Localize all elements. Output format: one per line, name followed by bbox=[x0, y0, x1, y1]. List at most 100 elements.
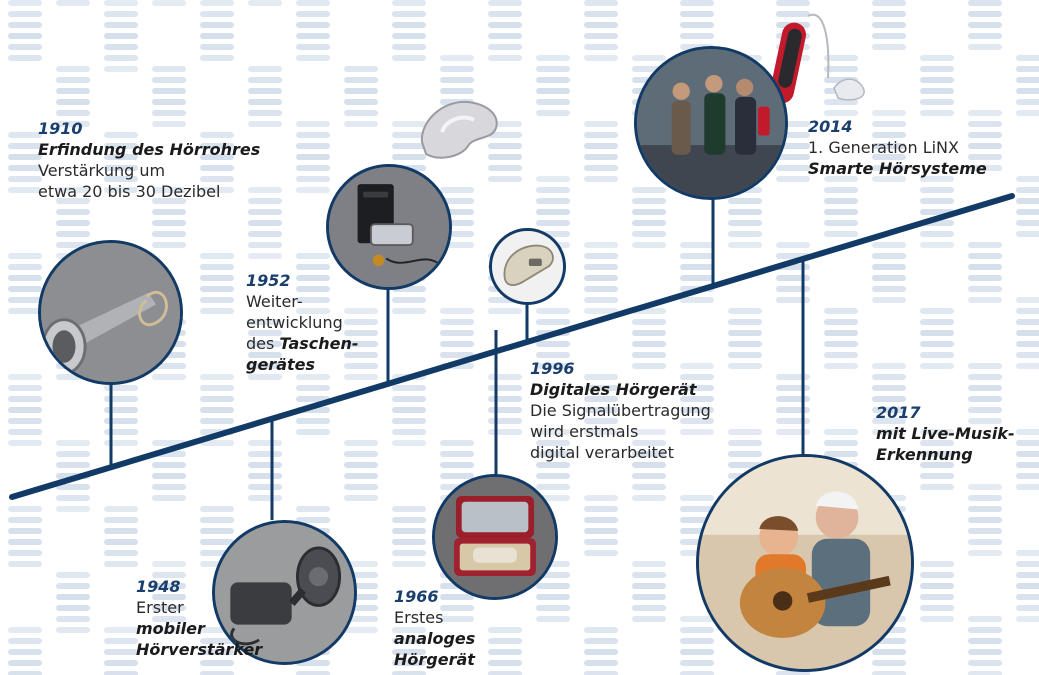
background-stripe bbox=[1016, 451, 1039, 457]
background-stripe bbox=[536, 605, 570, 611]
year-2017: 2017 bbox=[876, 403, 921, 422]
background-stripe bbox=[776, 154, 810, 160]
background-stripe bbox=[632, 605, 666, 611]
background-stripe bbox=[296, 121, 330, 127]
background-stripe bbox=[56, 440, 90, 446]
background-stripe bbox=[56, 605, 90, 611]
background-stripe bbox=[968, 121, 1002, 127]
background-stripe bbox=[632, 198, 666, 204]
background-stripe bbox=[632, 242, 666, 248]
photo-1952 bbox=[326, 164, 452, 290]
background-stripe bbox=[584, 517, 618, 523]
background-stripe bbox=[584, 11, 618, 17]
background-stripe bbox=[56, 77, 90, 83]
background-stripe bbox=[104, 627, 138, 633]
background-stripe bbox=[56, 495, 90, 501]
background-stripe bbox=[392, 385, 426, 391]
background-stripe bbox=[920, 616, 954, 622]
background-stripe bbox=[680, 385, 714, 391]
background-stripe bbox=[536, 583, 570, 589]
title-1948-line2: Hörverstärker bbox=[136, 640, 263, 659]
background-stripe bbox=[200, 308, 234, 314]
background-stripe bbox=[920, 110, 954, 116]
background-stripe bbox=[920, 363, 954, 369]
desc-2014: 1. Generation LiNX bbox=[808, 138, 959, 157]
background-stripe bbox=[344, 319, 378, 325]
background-stripe bbox=[344, 473, 378, 479]
background-stripe bbox=[920, 484, 954, 490]
background-stripe bbox=[248, 198, 282, 204]
background-stripe bbox=[200, 286, 234, 292]
background-stripe bbox=[584, 308, 618, 314]
background-stripe bbox=[968, 660, 1002, 666]
background-stripe bbox=[920, 66, 954, 72]
background-stripe bbox=[8, 671, 42, 675]
background-stripe bbox=[536, 198, 570, 204]
background-stripe bbox=[104, 22, 138, 28]
background-stripe bbox=[152, 88, 186, 94]
background-stripe bbox=[248, 209, 282, 215]
background-stripe bbox=[56, 99, 90, 105]
background-stripe bbox=[920, 583, 954, 589]
background-stripe bbox=[8, 506, 42, 512]
background-stripe bbox=[56, 594, 90, 600]
background-stripe bbox=[584, 649, 618, 655]
background-stripe bbox=[632, 319, 666, 325]
background-stripe bbox=[584, 55, 618, 61]
background-stripe bbox=[488, 638, 522, 644]
background-stripe bbox=[152, 594, 186, 600]
background-stripe bbox=[392, 396, 426, 402]
background-stripe bbox=[680, 297, 714, 303]
background-stripe bbox=[392, 528, 426, 534]
background-stripe bbox=[680, 264, 714, 270]
background-stripe bbox=[776, 176, 810, 182]
background-stripe bbox=[824, 308, 858, 314]
background-stripe bbox=[392, 143, 426, 149]
background-stripe bbox=[728, 209, 762, 215]
background-stripe bbox=[8, 286, 42, 292]
background-stripe bbox=[968, 297, 1002, 303]
background-stripe bbox=[152, 484, 186, 490]
background-stripe bbox=[104, 132, 138, 138]
background-stripe bbox=[536, 77, 570, 83]
background-stripe bbox=[776, 165, 810, 171]
background-stripe bbox=[872, 132, 906, 138]
background-stripe bbox=[296, 165, 330, 171]
background-stripe bbox=[488, 55, 522, 61]
background-stripe bbox=[296, 297, 330, 303]
background-stripe bbox=[584, 627, 618, 633]
background-stripe bbox=[680, 407, 714, 413]
background-stripe bbox=[632, 363, 666, 369]
background-stripe bbox=[824, 363, 858, 369]
background-stripe bbox=[8, 660, 42, 666]
background-stripe bbox=[680, 275, 714, 281]
background-stripe bbox=[1016, 484, 1039, 490]
portable-amplifier-icon bbox=[215, 523, 354, 662]
background-stripe bbox=[56, 627, 90, 633]
background-stripe bbox=[248, 88, 282, 94]
background-stripe bbox=[248, 352, 282, 358]
background-stripe bbox=[152, 495, 186, 501]
background-stripe bbox=[152, 572, 186, 578]
background-stripe bbox=[632, 55, 666, 61]
background-stripe bbox=[680, 671, 714, 675]
background-stripe bbox=[1016, 198, 1039, 204]
background-stripe bbox=[440, 341, 474, 347]
background-stripe bbox=[104, 649, 138, 655]
background-stripe bbox=[968, 396, 1002, 402]
background-stripe bbox=[392, 517, 426, 523]
background-stripe bbox=[104, 33, 138, 39]
background-stripe bbox=[344, 495, 378, 501]
year-1952: 1952 bbox=[246, 271, 291, 290]
background-stripe bbox=[1016, 363, 1039, 369]
background-stripe bbox=[104, 671, 138, 675]
background-stripe bbox=[632, 473, 666, 479]
title-1948-line1: mobiler bbox=[136, 619, 205, 638]
event-1910: 1910 Erfindung des Hörrohres Verstärkung… bbox=[38, 118, 260, 202]
background-stripe bbox=[584, 154, 618, 160]
background-stripe bbox=[584, 132, 618, 138]
background-stripe bbox=[632, 220, 666, 226]
background-stripe bbox=[584, 660, 618, 666]
background-stripe bbox=[584, 374, 618, 380]
